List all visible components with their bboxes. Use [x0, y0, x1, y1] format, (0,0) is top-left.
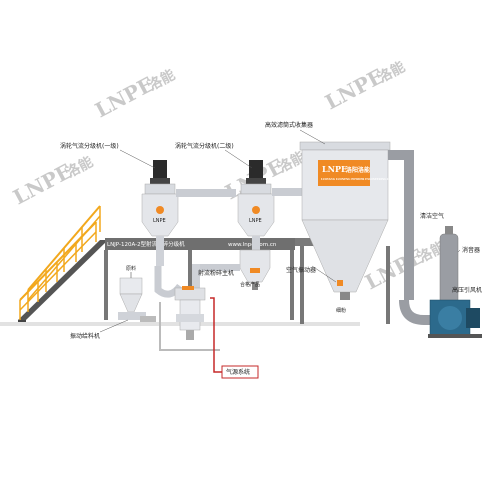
air-source-label: 气源系统: [226, 368, 250, 376]
collector-tagline: LUOYANG LUONENG POWDER ENGINEERING CO.,L…: [321, 178, 400, 181]
label-classifier-1: 涡轮气流分级机(一级): [60, 142, 119, 150]
classifier-2-badge: [252, 206, 260, 214]
watermark-2-suffix: 洛能: [145, 66, 178, 94]
label-vibrator: 空气振动器: [286, 266, 316, 274]
classifier-1-badge-text: LNPE: [153, 218, 166, 224]
beam-title: LNJP-120A-2型射流粉碎分级机: [107, 240, 185, 248]
motor-1: [153, 160, 167, 182]
cyclone: [195, 249, 271, 290]
platform-beam: [105, 238, 295, 250]
silencer: [439, 226, 459, 305]
label-silencer: 消音器: [462, 246, 480, 254]
label-jet-mill: 射流粉碎主机: [198, 269, 234, 277]
label-product-1: 合格产品: [240, 281, 260, 288]
label-product-2: 细粉: [336, 307, 346, 314]
label-clean-air: 清洁空气: [420, 212, 444, 220]
staircase: [18, 205, 108, 325]
labels: 涡轮气流分级机(一级) 涡轮气流分级机(二级) 高效滤筒式收集器 清洁空气 消音…: [60, 121, 482, 340]
feed-label: 原料: [126, 265, 136, 272]
classifier-2-badge-text: LNPE: [249, 218, 262, 224]
watermark-1-suffix: 洛能: [63, 153, 96, 181]
collector-name: 洛阳洛能: [346, 166, 370, 174]
classifier-2: LNPE: [237, 160, 312, 250]
motor-2: [249, 160, 263, 182]
label-fan: 高压引风机: [452, 286, 482, 294]
collector-brand-plate: [318, 160, 370, 186]
jet-mill: [154, 264, 206, 340]
fan: [428, 299, 482, 338]
label-collector: 高效滤筒式收集器: [265, 121, 313, 129]
classifier-1-badge: [156, 206, 164, 214]
label-vibro-feeder: 振动给料机: [70, 332, 100, 340]
exhaust-duct: [388, 150, 440, 325]
classifier-1: LNPE: [141, 160, 236, 266]
collector: LNPE 洛阳洛能 LUOYANG LUONENG POWDER ENGINEE…: [299, 141, 400, 324]
air-source-box: [221, 365, 259, 379]
label-classifier-2: 涡轮气流分级机(二级): [175, 142, 234, 150]
collector-logo: LNPE: [322, 164, 347, 174]
watermark-4-suffix: 洛能: [375, 58, 408, 86]
feed-hopper: 原料: [118, 265, 156, 322]
air-source-lines: 气源系统: [159, 297, 259, 379]
